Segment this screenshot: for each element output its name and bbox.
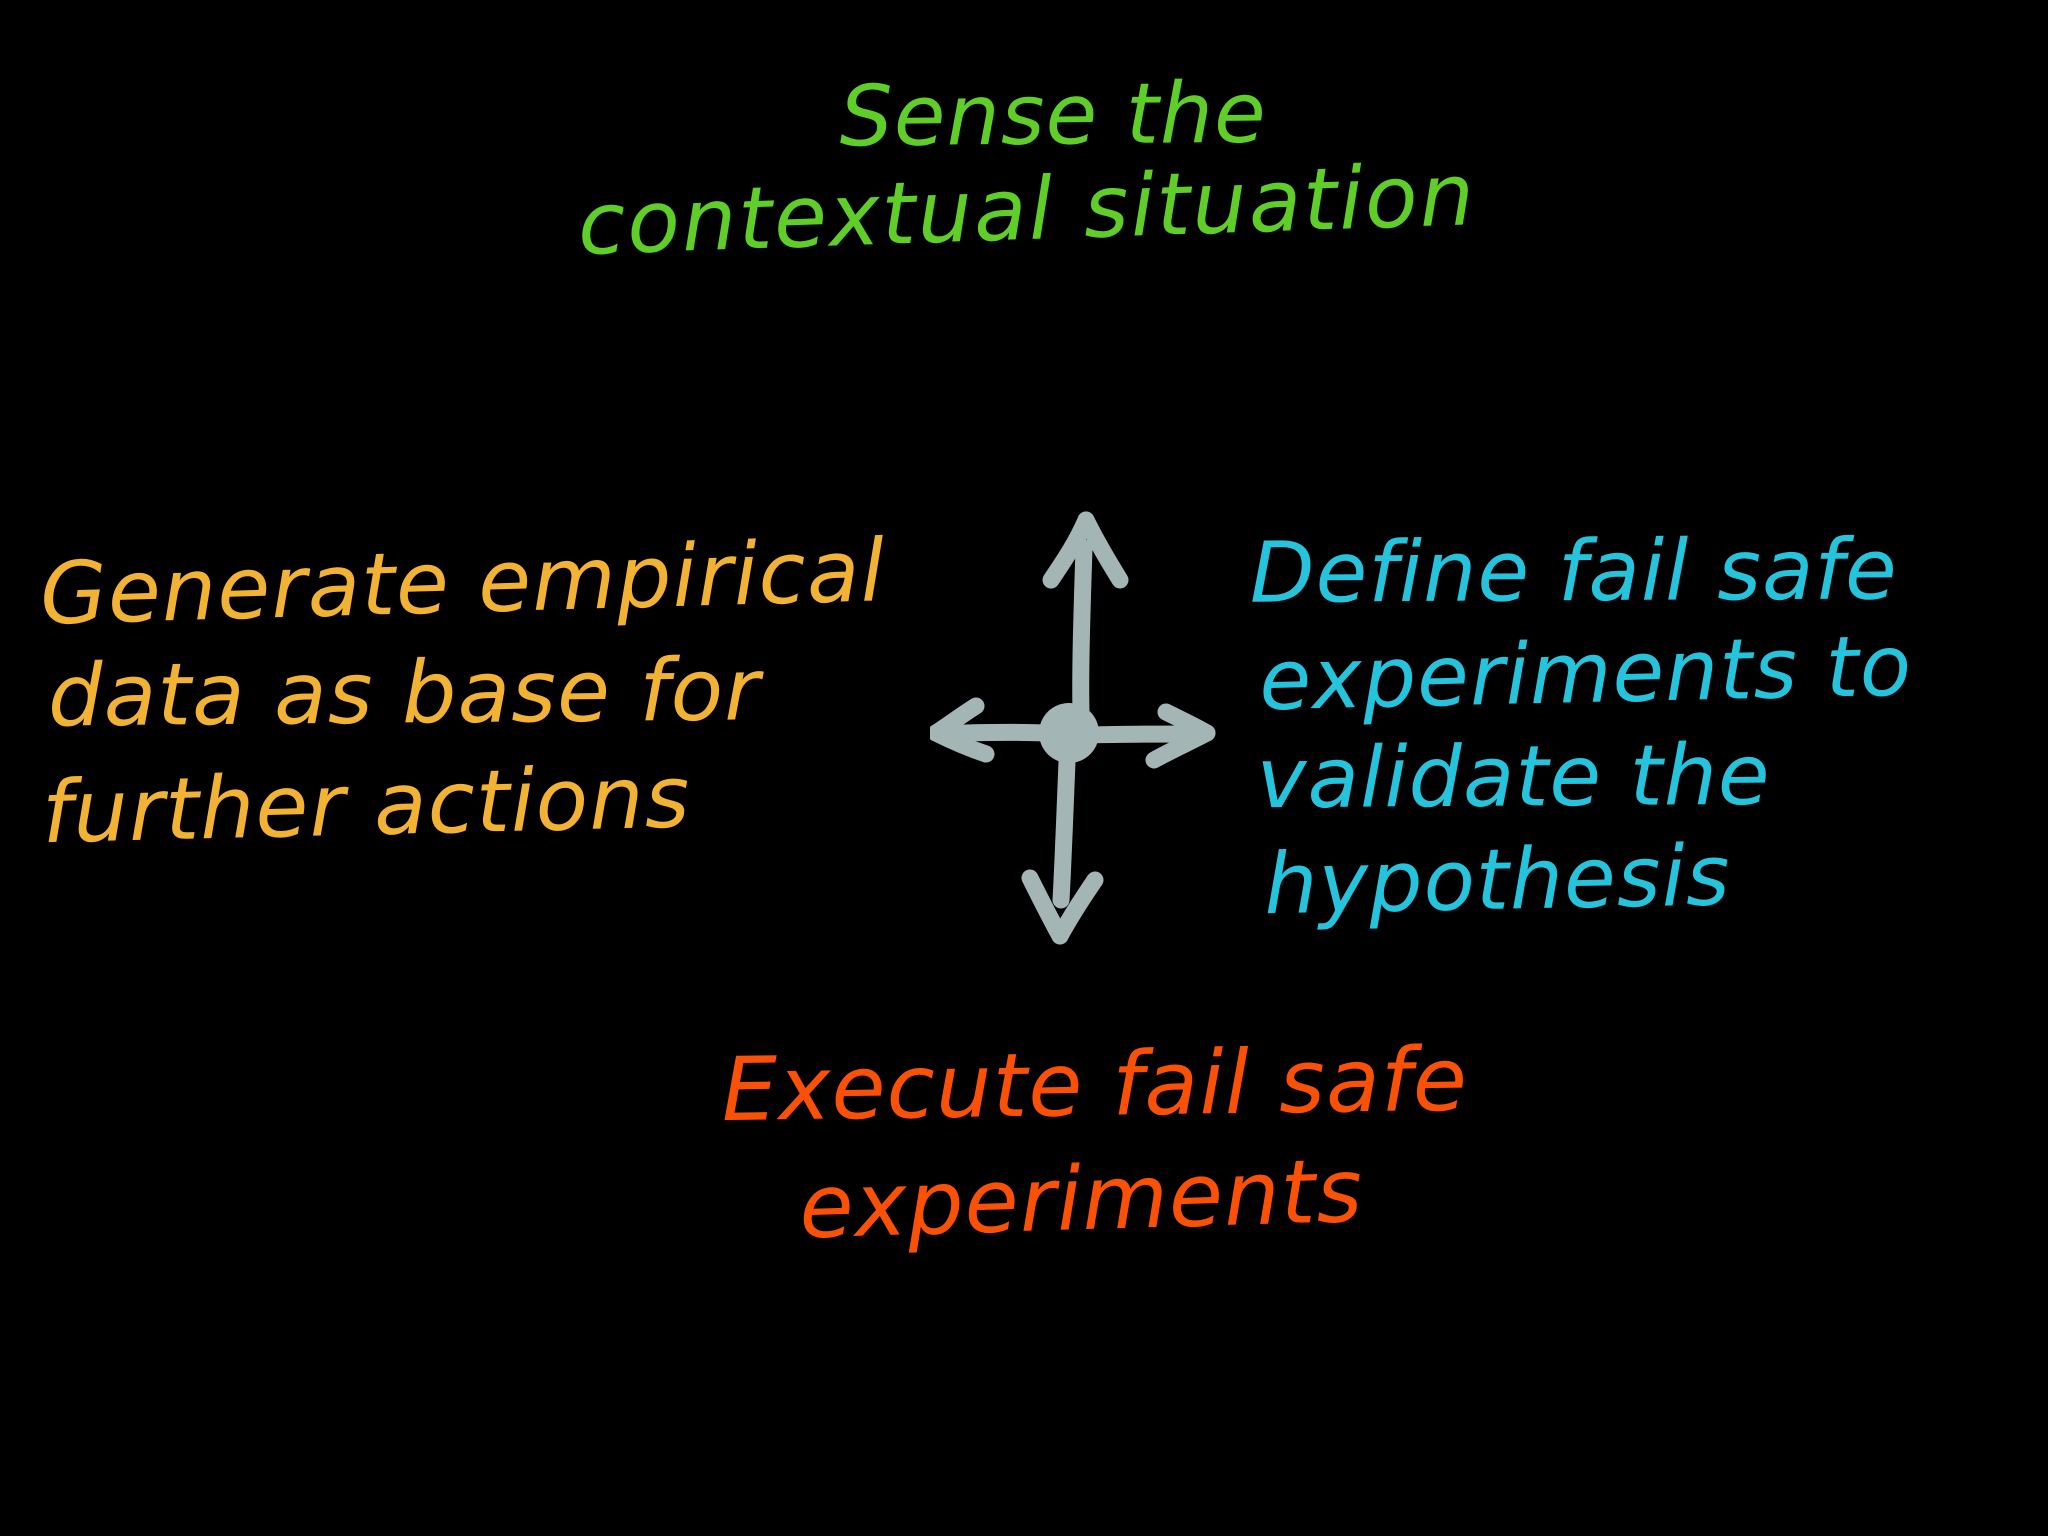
four-way-arrow-icon (930, 500, 1230, 970)
right-note-define-fail-safe-experiments: Define fail safe experiments to validate… (1250, 515, 1914, 934)
left-note-generate-empirical-data: Generate empirical data as base for furt… (35, 521, 887, 866)
left-note-line-1: Generate empirical (38, 521, 887, 645)
bottom-note-line-2: experiments (797, 1139, 1365, 1259)
bottom-note-line-1: Execute fail safe (720, 1027, 1469, 1142)
bottom-note-execute-fail-safe-experiments: Execute fail safe experiments (688, 1020, 1493, 1265)
left-note-line-3: further actions (40, 747, 692, 864)
right-note-line-1: Define fail safe (1249, 520, 1898, 622)
left-note-line-2: data as base for (47, 640, 761, 747)
heading-line-2: contextual situation (576, 145, 1478, 276)
page-title: Sense the contextual situation (538, 59, 1521, 275)
right-note-line-2: experiments to (1258, 617, 1914, 730)
right-note-line-3: validate the (1256, 725, 1771, 828)
right-note-line-4: hypothesis (1263, 826, 1732, 934)
